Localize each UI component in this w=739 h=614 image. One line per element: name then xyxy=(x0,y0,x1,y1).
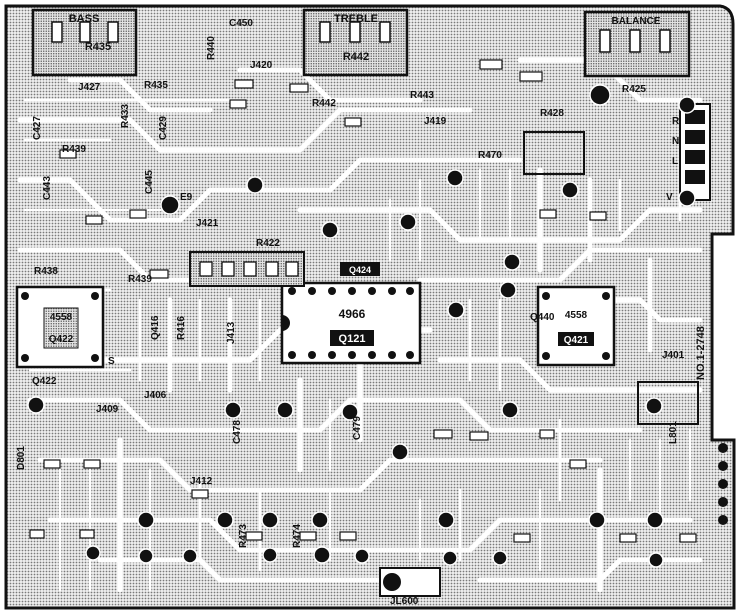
label-jl600: JL600 xyxy=(390,596,419,607)
label-l801: L801 xyxy=(668,421,679,444)
mark-r: R xyxy=(672,116,680,127)
ic-4558-right: 4558 Q421 xyxy=(536,285,616,367)
label-c427: C427 xyxy=(32,116,43,140)
treble-ref: R442 xyxy=(343,51,369,63)
ic-main-ref: Q121 xyxy=(339,333,366,345)
label-c429: C429 xyxy=(158,116,169,140)
terminal-connector xyxy=(679,103,711,201)
label-j421: J421 xyxy=(196,218,219,229)
label-r428: R428 xyxy=(540,108,564,119)
terminal-marks: R N L S V xyxy=(108,116,680,367)
ic-right-part: 4558 xyxy=(565,310,588,321)
ic-left-ref: Q422 xyxy=(49,334,74,345)
jl600-ring xyxy=(383,573,401,591)
label-r440: R440 xyxy=(206,36,217,60)
ic-main-part: 4966 xyxy=(339,307,366,321)
label-c443: C443 xyxy=(42,176,53,200)
ic-right-ref: Q421 xyxy=(564,335,589,346)
balance-title: BALANCE xyxy=(612,16,661,27)
transistors xyxy=(27,84,696,568)
label-q440: Q440 xyxy=(530,312,555,323)
label-j412: J412 xyxy=(190,476,213,487)
side-text: NO.1-2748 xyxy=(695,326,707,380)
mark-v: V xyxy=(666,192,673,203)
label-r433: R433 xyxy=(120,104,131,128)
ic-4966: 4966 Q121 xyxy=(280,281,422,365)
small-component-block: Q424 xyxy=(189,251,380,287)
label-c450: C450 xyxy=(229,18,253,29)
treble-title: TREBLE xyxy=(334,13,378,25)
label-q416: Q416 xyxy=(150,315,161,340)
label-r422: R422 xyxy=(256,238,280,249)
label-c478: C478 xyxy=(232,420,243,444)
label-q424b: J401 xyxy=(662,350,685,361)
label-j419: J419 xyxy=(424,116,447,127)
label-j406: J406 xyxy=(144,390,167,401)
bass-title: BASS xyxy=(69,13,100,25)
label-r439: R439 xyxy=(62,144,86,155)
label-j413: J413 xyxy=(226,321,237,344)
small-components xyxy=(29,59,697,543)
treble-control: TREBLE R442 xyxy=(302,8,409,77)
ic-left-below-label: Q422 xyxy=(32,376,57,387)
label-c479: C479 xyxy=(352,416,363,440)
balance-control: BALANCE xyxy=(583,10,691,78)
ic-4558-left: 4558 Q422 xyxy=(15,285,105,369)
label-r474: R474 xyxy=(292,524,303,548)
label-r443: R443 xyxy=(410,90,434,101)
label-j409: J409 xyxy=(96,404,119,415)
pin-header xyxy=(718,443,728,525)
label-r416: R416 xyxy=(176,316,187,340)
label-r473: R473 xyxy=(238,524,249,548)
label-r439b: R439 xyxy=(128,274,152,285)
right-box xyxy=(523,131,585,175)
label-r438: R438 xyxy=(34,266,58,277)
label-e9: E9 xyxy=(180,192,193,203)
label-d801: D801 xyxy=(16,446,27,470)
bass-control: BASS R435 xyxy=(31,8,138,77)
ic-left-part: 4558 xyxy=(50,312,73,323)
label-r470: R470 xyxy=(478,150,502,161)
right-box-2 xyxy=(637,381,699,425)
small-ic-label: Q424 xyxy=(349,265,371,275)
label-j420: J420 xyxy=(250,60,273,71)
label-j427: J427 xyxy=(78,82,101,93)
mark-l: L xyxy=(672,156,678,167)
label-r442b: R442 xyxy=(312,98,336,109)
label-r425: R425 xyxy=(622,84,646,95)
label-c445: C445 xyxy=(144,170,155,194)
copper-traces xyxy=(17,57,703,593)
mark-s: S xyxy=(108,356,115,367)
label-r435: R435 xyxy=(144,80,168,91)
bass-ref: R435 xyxy=(85,41,111,53)
component-labels: C450 J420 R440 R442 R443 J419 R470 R428 … xyxy=(16,18,685,607)
mark-n: N xyxy=(672,136,679,147)
